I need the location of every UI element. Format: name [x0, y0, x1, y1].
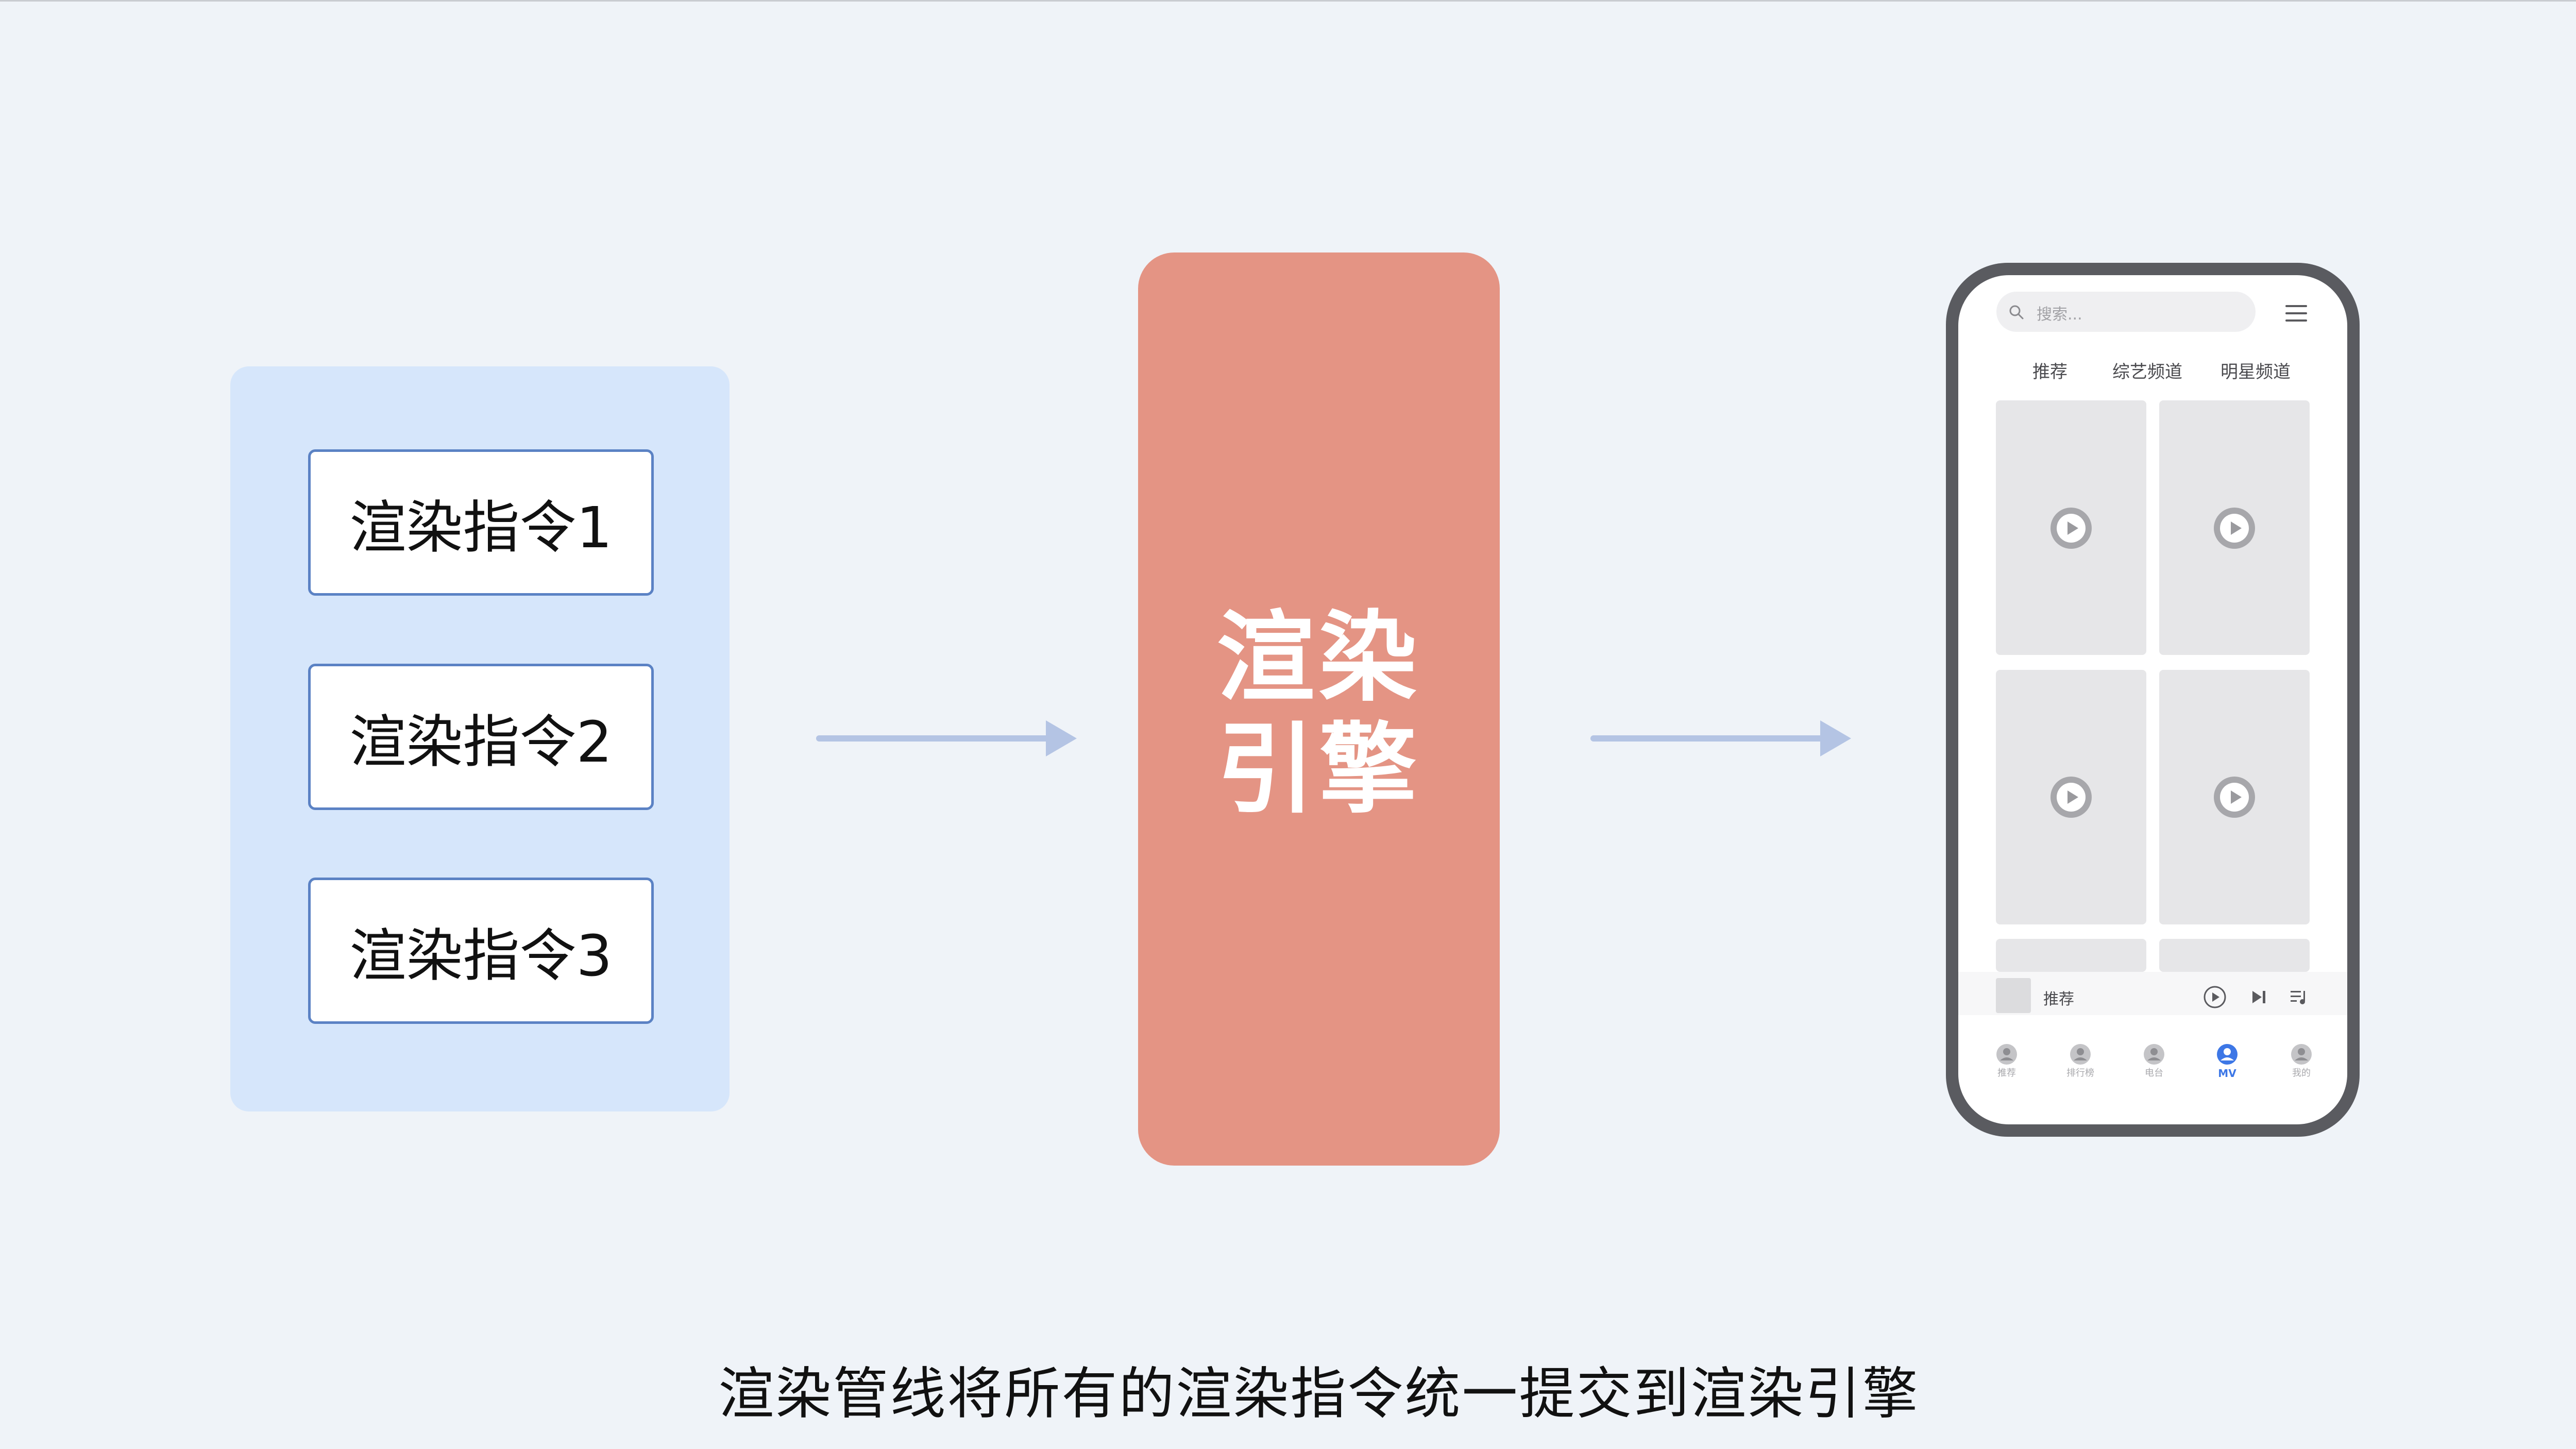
play-icon[interactable]	[2213, 507, 2256, 550]
arrow-head-2	[1820, 720, 1851, 756]
render-command-1: 渲染指令1	[308, 449, 654, 596]
user-icon	[1996, 1044, 2017, 1065]
nav-item-mine[interactable]: 我的	[2273, 1043, 2330, 1079]
search-icon	[2009, 305, 2024, 319]
mini-player-cover	[1996, 978, 2031, 1013]
nav-item-recommend[interactable]: 推荐	[1978, 1043, 2035, 1079]
nav-label: 电台	[2145, 1068, 2163, 1079]
render-command-3: 渲染指令3	[308, 878, 654, 1024]
play-icon[interactable]	[2049, 776, 2093, 819]
user-icon	[2291, 1044, 2312, 1065]
tab-recommend[interactable]: 推荐	[2032, 362, 2067, 382]
menu-icon[interactable]	[2284, 303, 2308, 324]
user-icon	[2070, 1044, 2091, 1065]
tab-variety[interactable]: 综艺频道	[2112, 362, 2182, 382]
engine-label-line2: 引擎	[1216, 713, 1421, 827]
tab-stars[interactable]: 明星频道	[2221, 362, 2291, 382]
video-card[interactable]	[1996, 939, 2146, 972]
arrow-head-1	[1046, 720, 1077, 756]
render-command-2: 渲染指令2	[308, 664, 654, 810]
nav-label: 推荐	[1997, 1068, 2016, 1079]
nav-item-charts[interactable]: 排行榜	[2052, 1043, 2109, 1079]
mini-player-title: 推荐	[2043, 990, 2074, 1008]
engine-label-line1: 渲染	[1216, 601, 1421, 715]
arrow-commands-to-engine	[816, 735, 1053, 742]
video-card[interactable]	[2159, 939, 2310, 972]
subtitle-caption: 渲染管线将所有的渲染指令统一提交到渲染引擎	[718, 1362, 1920, 1426]
render-engine-block	[1138, 252, 1500, 1166]
user-icon-active	[2217, 1044, 2238, 1065]
user-icon	[2144, 1044, 2164, 1065]
play-icon[interactable]	[2049, 507, 2093, 550]
nav-label: 排行榜	[2066, 1068, 2094, 1079]
nav-label-active: MV	[2218, 1067, 2236, 1080]
nav-label: 我的	[2292, 1068, 2311, 1079]
play-icon[interactable]	[2213, 776, 2256, 819]
search-input[interactable]	[1996, 292, 2256, 332]
search-placeholder: 搜索...	[2037, 306, 2082, 324]
arrow-engine-to-screen	[1590, 735, 1827, 742]
nav-item-mv[interactable]: MV	[2199, 1043, 2256, 1079]
next-track-icon[interactable]	[2248, 987, 2269, 1007]
nav-item-radio[interactable]: 电台	[2126, 1043, 2182, 1079]
playlist-icon[interactable]	[2289, 988, 2309, 1006]
play-button-icon[interactable]	[2202, 985, 2227, 1009]
top-divider	[0, 0, 2576, 2]
